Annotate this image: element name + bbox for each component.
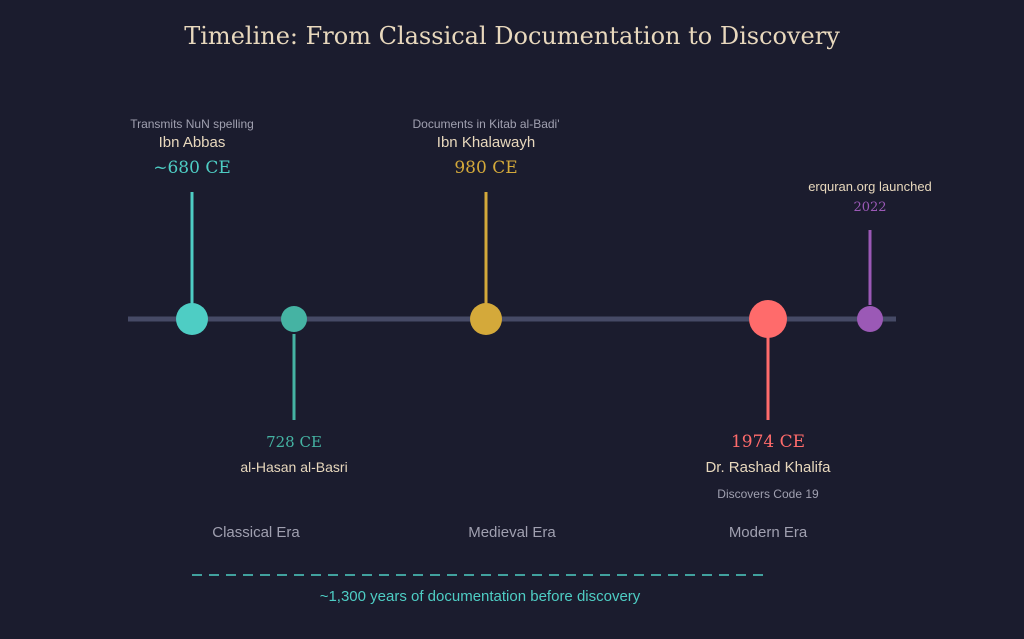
event-ibn-abbas: Transmits NuN spelling Ibn Abbas ~680 CE xyxy=(130,117,254,335)
diagram-title: Timeline: From Classical Documentation t… xyxy=(184,22,840,50)
event-ibn-khalawayh: Documents in Kitab al-Badi' Ibn Khalaway… xyxy=(412,117,560,335)
event-al-hasan-al-basri: 728 CE al-Hasan al-Basri xyxy=(240,306,348,475)
era-label-classical: Classical Era xyxy=(212,524,300,541)
event-erquran-launched: erquran.org launched 2022 xyxy=(808,179,932,332)
event-name: erquran.org launched xyxy=(808,179,932,194)
event-name: al-Hasan al-Basri xyxy=(240,459,347,475)
era-label-medieval: Medieval Era xyxy=(468,524,556,541)
event-note: Transmits NuN spelling xyxy=(130,117,254,131)
span-label: ~1,300 years of documentation before dis… xyxy=(320,588,641,605)
event-marker xyxy=(749,300,787,338)
event-rashad-khalifa: 1974 CE Dr. Rashad Khalifa Discovers Cod… xyxy=(705,300,831,501)
event-marker xyxy=(470,303,502,335)
event-marker xyxy=(176,303,208,335)
event-name: Ibn Abbas xyxy=(159,134,226,151)
event-note: Documents in Kitab al-Badi' xyxy=(412,117,559,131)
event-note: Discovers Code 19 xyxy=(717,487,819,501)
event-date: ~680 CE xyxy=(153,158,231,178)
event-marker xyxy=(281,306,307,332)
event-date: 1974 CE xyxy=(731,432,805,452)
era-label-modern: Modern Era xyxy=(729,524,808,541)
event-name: Dr. Rashad Khalifa xyxy=(705,459,831,476)
event-date: 2022 xyxy=(853,200,886,215)
event-date: 728 CE xyxy=(266,433,322,451)
event-name: Ibn Khalawayh xyxy=(437,134,535,151)
event-date: 980 CE xyxy=(454,158,517,178)
event-marker xyxy=(857,306,883,332)
